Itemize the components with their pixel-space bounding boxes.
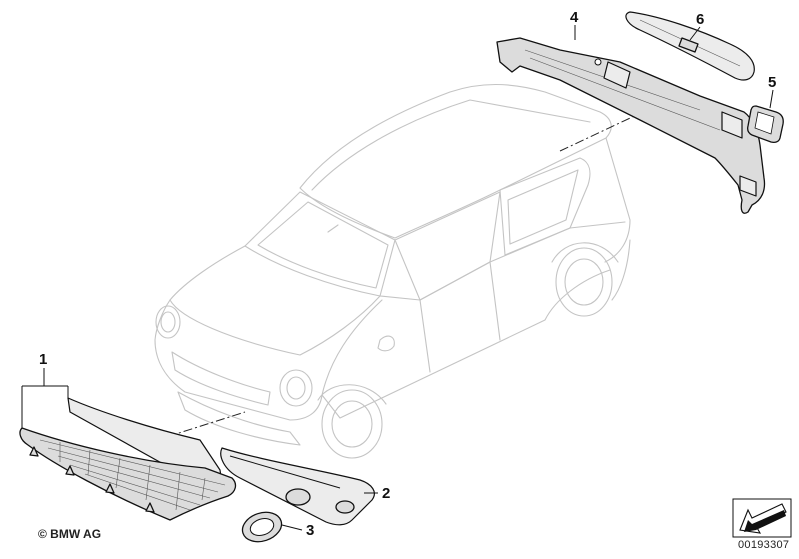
part-2-bumper-trim	[220, 447, 375, 526]
document-number: 00193307	[738, 539, 790, 551]
callout-2: 2	[382, 485, 390, 502]
part-1-front-grille	[19, 397, 237, 521]
leader-lines	[21, 25, 774, 531]
part-3-fog-ring	[241, 511, 283, 543]
car-outline	[154, 83, 631, 459]
part-5-cover	[746, 105, 784, 144]
callout-1: 1	[39, 351, 47, 368]
part-6-roof-strip	[625, 11, 755, 81]
connector-lines	[134, 103, 661, 448]
callout-5: 5	[768, 74, 776, 91]
callout-4: 4	[570, 9, 579, 26]
callout-3: 3	[306, 522, 314, 539]
callout-labels: 1 2 3 4 5 6	[39, 9, 776, 539]
part-4-rear-spoiler	[496, 37, 766, 214]
copyright-label: © BMW AG	[38, 527, 102, 541]
callout-6: 6	[696, 11, 704, 28]
orientation-arrow-icon	[732, 498, 792, 538]
